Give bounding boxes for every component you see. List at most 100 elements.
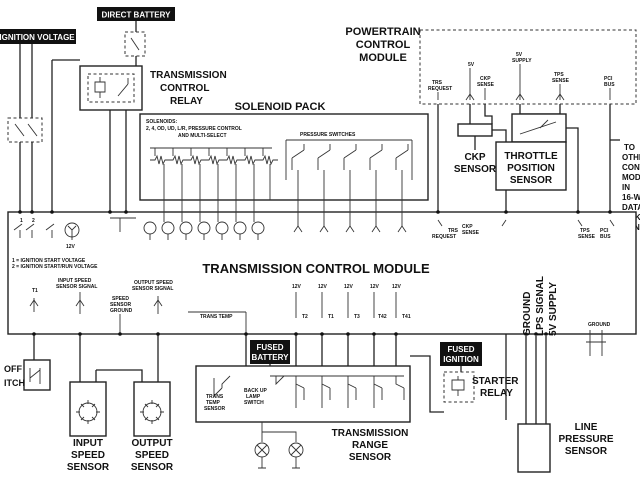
svg-text:LAMP: LAMP (246, 394, 261, 400)
svg-text:TRANS: TRANS (206, 394, 224, 400)
svg-text:STARTER: STARTER (472, 376, 519, 387)
solenoid-coils (150, 147, 278, 200)
svg-text:OTHER: OTHER (622, 153, 640, 162)
switch-inputs (293, 200, 407, 233)
svg-text:LINE: LINE (575, 422, 598, 433)
solenoid-pack (139, 113, 429, 201)
svg-text:REQUEST: REQUEST (428, 86, 452, 92)
svg-text:SENSOR: SENSOR (565, 446, 608, 457)
svg-text:SENSOR: SENSOR (454, 164, 497, 175)
svg-text:CONTROL: CONTROL (160, 83, 209, 94)
svg-text:12V: 12V (292, 284, 302, 290)
fused-battery-label: FUSED BATTERY (250, 340, 290, 364)
svg-text:TRS: TRS (432, 80, 443, 86)
transmission-control-relay (79, 65, 143, 111)
svg-text:TPS: TPS (580, 228, 590, 234)
svg-text:SENSOR: SENSOR (67, 462, 110, 473)
svg-text:SENSOR: SENSOR (510, 175, 553, 186)
svg-text:SENSOR SIGNAL: SENSOR SIGNAL (56, 284, 97, 290)
svg-text:T42: T42 (378, 314, 387, 320)
svg-text:5V: 5V (516, 52, 523, 58)
svg-text:DATA: DATA (622, 203, 640, 212)
svg-text:RANGE: RANGE (352, 440, 388, 451)
solenoid-drivers (143, 200, 265, 240)
svg-text:INPUT SPEED: INPUT SPEED (58, 278, 92, 284)
svg-text:5V SUPPLY: 5V SUPPLY (548, 282, 559, 336)
svg-text:TEMP: TEMP (206, 400, 221, 406)
svg-text:SENSOR: SENSOR (204, 406, 226, 412)
svg-text:FUSED: FUSED (447, 345, 474, 354)
svg-text:OUTPUT SPEED: OUTPUT SPEED (134, 280, 173, 286)
svg-text:PCI: PCI (600, 228, 609, 234)
svg-text:12V: 12V (344, 284, 354, 290)
svg-text:T1: T1 (328, 314, 334, 320)
svg-text:PRESSURE: PRESSURE (558, 434, 613, 445)
svg-text:CONTROL: CONTROL (622, 163, 640, 172)
svg-text:SPEED: SPEED (71, 450, 105, 461)
svg-text:SWITCH: SWITCH (244, 400, 264, 406)
svg-text:SENSOR: SENSOR (110, 302, 132, 308)
svg-text:12V: 12V (392, 284, 402, 290)
svg-text:TRANSMISSION CONTROL MODULE: TRANSMISSION CONTROL MODULE (202, 261, 430, 276)
svg-text:IGNITION: IGNITION (443, 355, 479, 364)
svg-text:5V: 5V (468, 62, 475, 68)
svg-text:LPS SIGNAL: LPS SIGNAL (535, 276, 546, 336)
svg-text:BACK UP: BACK UP (244, 388, 267, 394)
svg-text:2: 2 (32, 218, 35, 224)
svg-text:BUS: BUS (604, 82, 615, 88)
svg-text:12V: 12V (66, 244, 76, 250)
svg-text:MODULES: MODULES (622, 173, 640, 182)
svg-text:2 = IGNITION START/RUN VOLTAGE: 2 = IGNITION START/RUN VOLTAGE (12, 264, 98, 270)
svg-text:IN: IN (622, 183, 630, 192)
ignition-fuses (7, 117, 43, 143)
svg-text:T2: T2 (302, 314, 308, 320)
transmission-range-sensor (195, 365, 411, 423)
svg-text:GROUND: GROUND (110, 308, 133, 314)
svg-text:TO: TO (624, 143, 635, 152)
svg-text:INPUT: INPUT (73, 438, 103, 449)
svg-text:1: 1 (20, 218, 23, 224)
fused-ignition-label: FUSED IGNITION (440, 342, 482, 366)
backup-lamps (254, 422, 304, 469)
svg-text:SPEED: SPEED (135, 450, 169, 461)
svg-text:1 = IGNITION START VOLTAGE: 1 = IGNITION START VOLTAGE (12, 258, 86, 264)
svg-text:PRESSURE SWITCHES: PRESSURE SWITCHES (300, 132, 356, 138)
svg-text:FUSED: FUSED (256, 343, 283, 352)
svg-text:REQUEST: REQUEST (432, 234, 456, 240)
ignition-voltage-label: IGNITION VOLTAGE (0, 29, 76, 44)
input-speed-sensor (69, 381, 107, 437)
direct-battery-label: DIRECT BATTERY (97, 7, 175, 21)
ckp-sensor (457, 123, 493, 137)
svg-text:T1: T1 (32, 288, 38, 294)
off-switch (23, 359, 51, 391)
svg-text:2, 4, OD, UD, L/R, PRESSURE CO: 2, 4, OD, UD, L/R, PRESSURE CONTROL (146, 126, 242, 132)
svg-text:SPEED: SPEED (112, 296, 129, 302)
svg-text:TRS: TRS (448, 228, 459, 234)
svg-text:SUPPLY: SUPPLY (512, 58, 532, 64)
svg-text:T41: T41 (402, 314, 411, 320)
line-pressure-sensor (517, 423, 551, 473)
pressure-switches (285, 140, 413, 200)
svg-text:CKP: CKP (480, 76, 491, 82)
svg-text:CKP: CKP (464, 152, 485, 163)
svg-text:SENSOR: SENSOR (131, 462, 174, 473)
svg-text:SENSE: SENSE (477, 82, 495, 88)
svg-text:ITCH: ITCH (4, 378, 25, 388)
pcm-box (419, 29, 637, 105)
svg-text:SOLENOIDS:: SOLENOIDS: (146, 119, 177, 125)
svg-text:OFF: OFF (4, 364, 22, 374)
svg-text:DIRECT BATTERY: DIRECT BATTERY (102, 11, 172, 20)
junction-dots (18, 210, 612, 336)
svg-text:CKP: CKP (462, 224, 473, 230)
svg-text:SENSOR: SENSOR (349, 452, 392, 463)
svg-text:OUTPUT: OUTPUT (131, 438, 172, 449)
output-speed-sensor (133, 381, 171, 437)
svg-text:T3: T3 (354, 314, 360, 320)
svg-text:BUS: BUS (600, 234, 611, 240)
svg-text:MODULE: MODULE (359, 52, 407, 64)
svg-text:SENSE: SENSE (578, 234, 596, 240)
starter-relay (443, 371, 475, 403)
svg-text:RELAY: RELAY (170, 96, 203, 107)
svg-text:SENSE: SENSE (462, 230, 480, 236)
